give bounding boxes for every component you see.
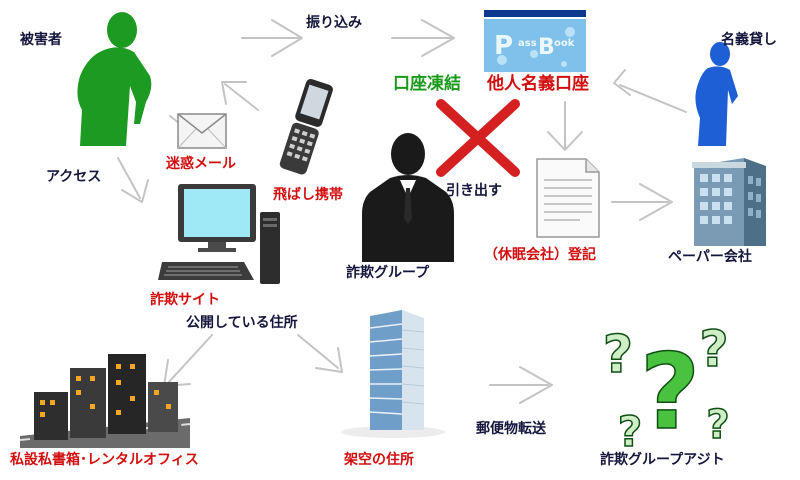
arrow-mail-forwarding xyxy=(489,366,553,404)
question-marks-icon: ? ? ? ? ? xyxy=(602,319,730,454)
passbook-icon: P ass B ook xyxy=(484,10,586,72)
burner-phone-label: 飛ばし携帯 xyxy=(273,187,343,203)
hideout-label: 詐欺グループアジト xyxy=(600,452,725,468)
document-icon xyxy=(536,158,600,238)
borrowed-account-label: 他人名義口座 xyxy=(487,74,589,94)
arrow-nominee-to-account xyxy=(613,69,687,113)
flip-phone-icon xyxy=(279,79,333,175)
account-freeze-label: 口座凍結 xyxy=(393,74,461,94)
arrow-mail-to-victim xyxy=(221,81,259,111)
freeze-cross-icon xyxy=(436,99,520,177)
svg-text:?: ? xyxy=(699,320,728,378)
transfer-label: 振り込み xyxy=(306,15,362,31)
arrow-document-to-company xyxy=(611,183,673,221)
svg-text:?: ? xyxy=(706,402,729,448)
victim-label: 被害者 xyxy=(20,32,62,48)
svg-text:?: ? xyxy=(640,331,700,453)
arrow-access xyxy=(117,157,149,203)
access-label: アクセス xyxy=(46,169,102,185)
fraud-group-label: 詐欺グループ xyxy=(346,265,430,281)
private-mailbox-label: 私設私書箱･レンタルオフィス xyxy=(10,452,199,468)
city-buildings-icon xyxy=(20,354,190,448)
fictitious-address-label: 架空の住所 xyxy=(344,452,414,468)
businessman-icon xyxy=(362,133,454,262)
desktop-computer-icon xyxy=(158,184,280,284)
skyscraper-icon xyxy=(341,310,445,438)
mail-forwarding-label: 郵便物転送 xyxy=(476,421,546,437)
svg-text:P: P xyxy=(494,31,513,61)
office-building-icon xyxy=(692,158,766,246)
dormant-company-label: （休眠会社）登記 xyxy=(484,247,596,263)
arrow-transfer-1 xyxy=(241,19,303,57)
arrow-account-to-document xyxy=(547,101,583,151)
withdraw-label: 引き出す xyxy=(446,183,502,199)
spam-mail-label: 迷惑メール xyxy=(166,156,236,172)
arrow-transfer-2 xyxy=(391,19,455,57)
public-address-label: 公開している住所 xyxy=(186,315,298,331)
person-green-icon xyxy=(77,12,152,146)
arrow-to-fictitious-address xyxy=(297,334,343,373)
svg-text:ook: ook xyxy=(554,38,575,49)
svg-text:?: ? xyxy=(618,407,642,454)
svg-text:?: ? xyxy=(603,325,633,385)
envelope-icon xyxy=(177,113,227,149)
person-blue-icon xyxy=(695,42,738,146)
svg-text:B: B xyxy=(538,35,555,60)
nominee-label: 名義貸し xyxy=(721,32,777,48)
svg-text:ass: ass xyxy=(518,38,537,49)
fraud-site-label: 詐欺サイト xyxy=(150,292,220,308)
paper-company-label: ペーパー会社 xyxy=(668,249,752,265)
